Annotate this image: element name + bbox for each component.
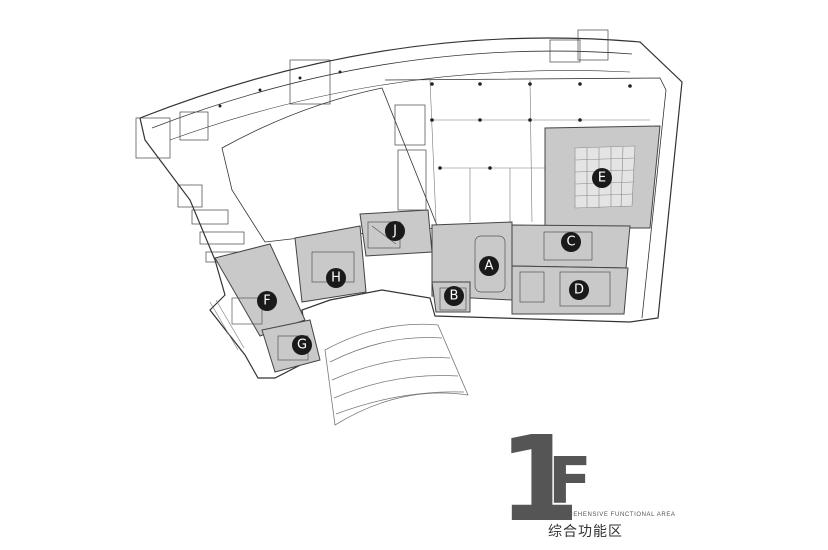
floor-subtitle-en: COMPREHENSIVE FUNCTIONAL AREA (548, 512, 676, 518)
floor-number: 1 (498, 410, 580, 548)
svg-text:C: C (566, 235, 575, 250)
zone-h-area (294, 225, 367, 303)
floor-subtitle-cn: 综合功能区 (548, 524, 623, 540)
zone-marker-g[interactable]: G (292, 335, 312, 355)
zone-marker-a[interactable]: A (479, 256, 499, 276)
zone-marker-d[interactable]: D (569, 280, 589, 300)
svg-text:F: F (263, 294, 270, 309)
zone-marker-e[interactable]: E (592, 168, 612, 188)
column-dots (218, 70, 632, 170)
left-wing (135, 29, 609, 263)
zone-f-area (214, 243, 306, 337)
svg-text:E: E (598, 171, 606, 186)
svg-text:J: J (392, 224, 397, 239)
svg-text:G: G (297, 338, 307, 353)
zone-marker-c[interactable]: C (561, 232, 581, 252)
zone-marker-h[interactable]: H (326, 268, 346, 288)
building-outline (139, 37, 683, 379)
svg-text:D: D (574, 283, 584, 298)
svg-text:H: H (331, 271, 341, 286)
zone-g-area (261, 319, 321, 373)
svg-text:B: B (450, 289, 459, 304)
zone-marker-j[interactable]: J (385, 221, 405, 241)
zone-marker-f[interactable]: F (257, 291, 277, 311)
hall-grid (429, 79, 650, 223)
svg-text:A: A (485, 259, 494, 274)
zone-marker-b[interactable]: B (444, 286, 464, 306)
outdoor-steps (209, 299, 469, 426)
zone-markers: E C A B D J H F G (257, 168, 612, 355)
floor-letter: F (548, 445, 592, 519)
